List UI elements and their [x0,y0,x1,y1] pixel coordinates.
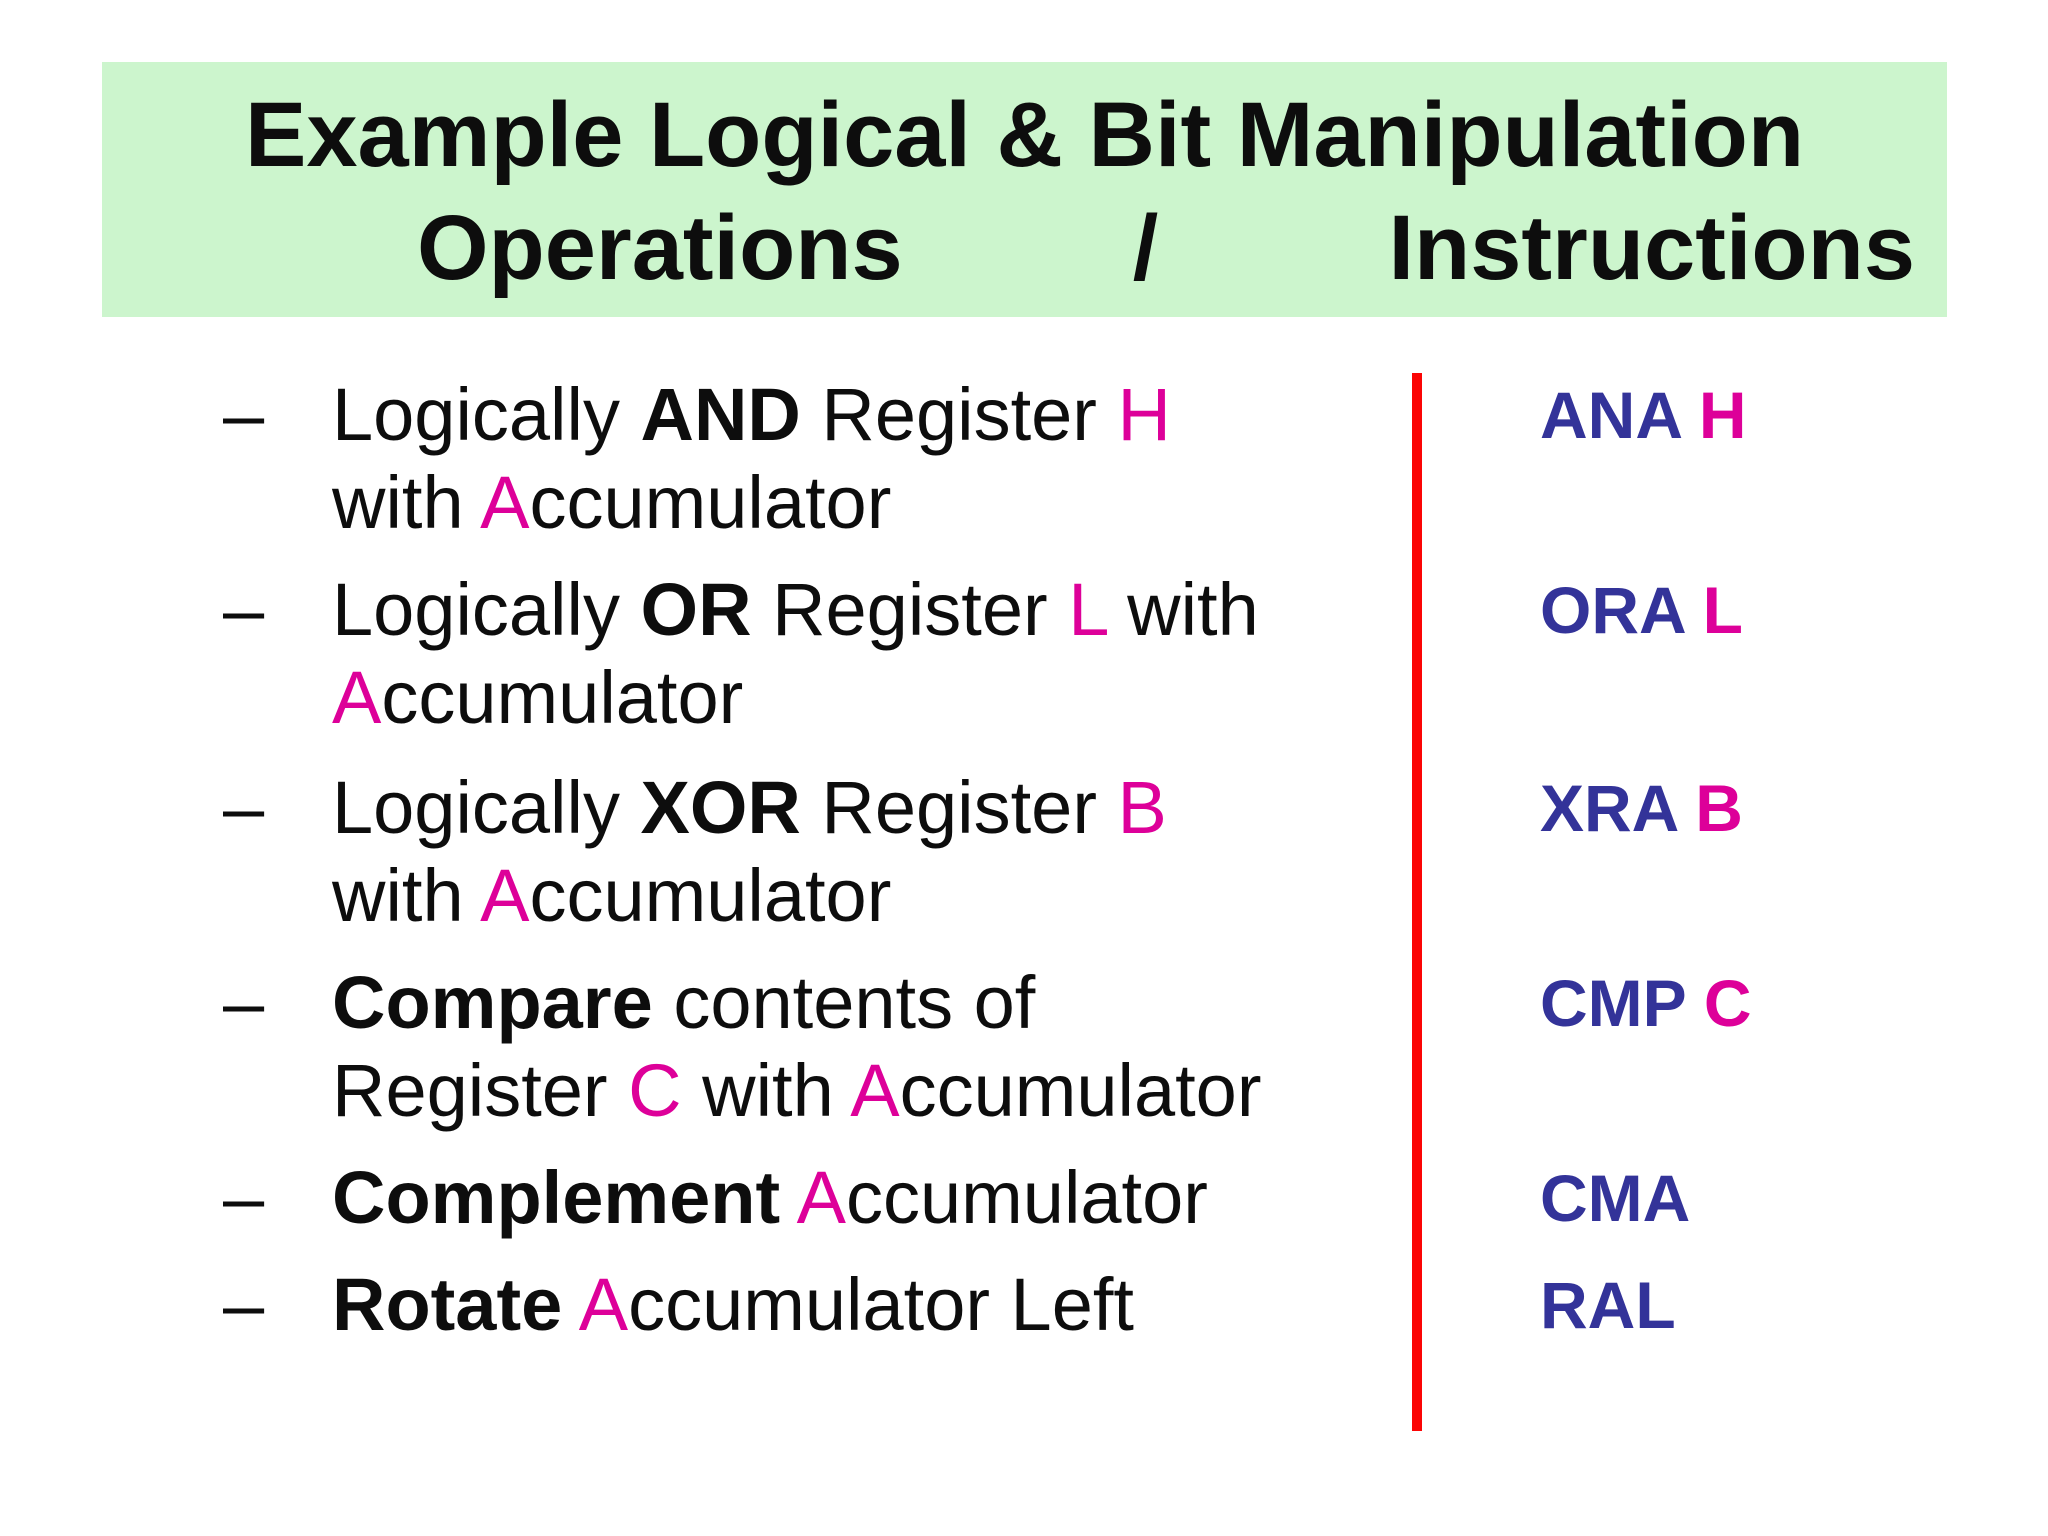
title-instructions-label: Instructions [1388,197,1915,299]
text-segment: contents of [652,961,1036,1044]
text-segment: Register [751,568,1069,651]
bullet-marker: – [223,961,265,1044]
text-segment: XOR [640,766,801,849]
title-operations-label: Operations [417,197,903,299]
text-segment: Compare [332,961,653,1044]
instruction-mnemonic: CMP C [1540,959,1751,1047]
text-segment: Logically [332,568,641,651]
operation-text: Rotate Accumulator Left [332,1263,1134,1346]
instruction-mnemonic: XRA B [1540,764,1743,852]
text-segment: A [332,656,382,739]
bullet-marker: – [223,1263,265,1346]
text-segment: Logically [332,766,641,849]
text-segment: L [1068,568,1107,651]
text-segment: XRA [1540,771,1696,845]
bullet-marker: – [223,766,265,849]
text-segment: OR [640,568,752,651]
operation-text: Logically OR Register L with [332,568,1259,651]
instruction-mnemonic: RAL [1540,1261,1676,1349]
title-separator-slash: / [1132,197,1159,299]
text-segment: H [1698,378,1747,452]
text-segment [562,1263,578,1346]
operation-text: Logically AND Register H [332,373,1171,456]
slide-title-line1: Example Logical & Bit Manipulation [244,84,1805,186]
slide-title-line2: Operations / Instructions [417,192,1915,304]
operation-text: Compare contents of [332,961,1035,1044]
bullet-line: –Logically AND Register H [223,371,2048,459]
bullet-line: with Accumulator [223,459,2048,547]
text-segment: Register [800,766,1118,849]
bullet-item: –Logically XOR Register B with Accumulat… [223,764,2048,940]
bullet-item: –Complement Accumulator CMA [223,1154,2048,1242]
bullet-marker: – [223,1156,265,1239]
text-segment: ccumulator Left [628,1263,1134,1346]
text-segment: Rotate [332,1263,563,1346]
text-segment: ccumulator [529,854,892,937]
bullet-item: –Compare contents of Register C with Acc… [223,959,2048,1135]
text-segment: CMA [1540,1161,1691,1235]
text-segment: C [628,1049,682,1132]
text-segment: Logically [332,373,641,456]
divider-line [1412,373,1422,1431]
text-segment: ccumulator [529,461,892,544]
text-segment: A [796,1156,846,1239]
text-segment: A [480,461,530,544]
bullet-line: –Logically OR Register L with [223,566,2048,654]
text-segment: with [332,854,481,937]
bullet-line: Accumulator [223,654,2048,742]
bullet-line: –Rotate Accumulator Left [223,1261,2048,1349]
text-segment: with [332,461,481,544]
text-segment: Complement [332,1156,781,1239]
instruction-mnemonic: ORA L [1540,566,1743,654]
bullet-line: with Accumulator [223,852,2048,940]
bullet-marker: – [223,373,265,456]
text-segment: L [1702,573,1743,647]
text-segment: H [1117,373,1171,456]
text-segment: Register [332,1049,629,1132]
bullet-item: –Logically OR Register L with Accumulato… [223,566,2048,742]
text-segment: A [850,1049,900,1132]
text-segment: B [1117,766,1167,849]
operation-text: Logically XOR Register B [332,766,1167,849]
operation-text: Complement Accumulator [332,1156,1208,1239]
bullet-line: –Complement Accumulator [223,1154,2048,1242]
text-segment: CMP [1540,966,1704,1040]
text-segment: ccumulator [381,656,744,739]
text-segment: with [1106,568,1259,651]
text-segment: ccumulator [846,1156,1208,1239]
text-segment: A [578,1263,629,1346]
text-segment: C [1703,966,1752,1040]
text-segment: ccumulator [899,1049,1262,1132]
instruction-mnemonic: ANA H [1540,371,1747,459]
text-segment [780,1156,796,1239]
text-segment: A [480,854,530,937]
bullet-line: Register C with Accumulator [223,1047,2048,1135]
text-segment: RAL [1540,1268,1676,1342]
text-segment: Register [800,373,1118,456]
bullet-item: –Logically AND Register H with Accumulat… [223,371,2048,547]
text-segment: AND [640,373,801,456]
text-segment: ORA [1540,573,1703,647]
title-banner: Example Logical & Bit Manipulation Opera… [102,62,1947,317]
bullet-line: –Logically XOR Register B [223,764,2048,852]
text-segment: B [1695,771,1743,845]
text-segment: ANA [1540,378,1699,452]
instruction-mnemonic: CMA [1540,1154,1690,1242]
bullet-marker: – [223,568,265,651]
bullet-item: –Rotate Accumulator Left RAL [223,1261,2048,1349]
text-segment: with [681,1049,851,1132]
bullet-line: –Compare contents of [223,959,2048,1047]
